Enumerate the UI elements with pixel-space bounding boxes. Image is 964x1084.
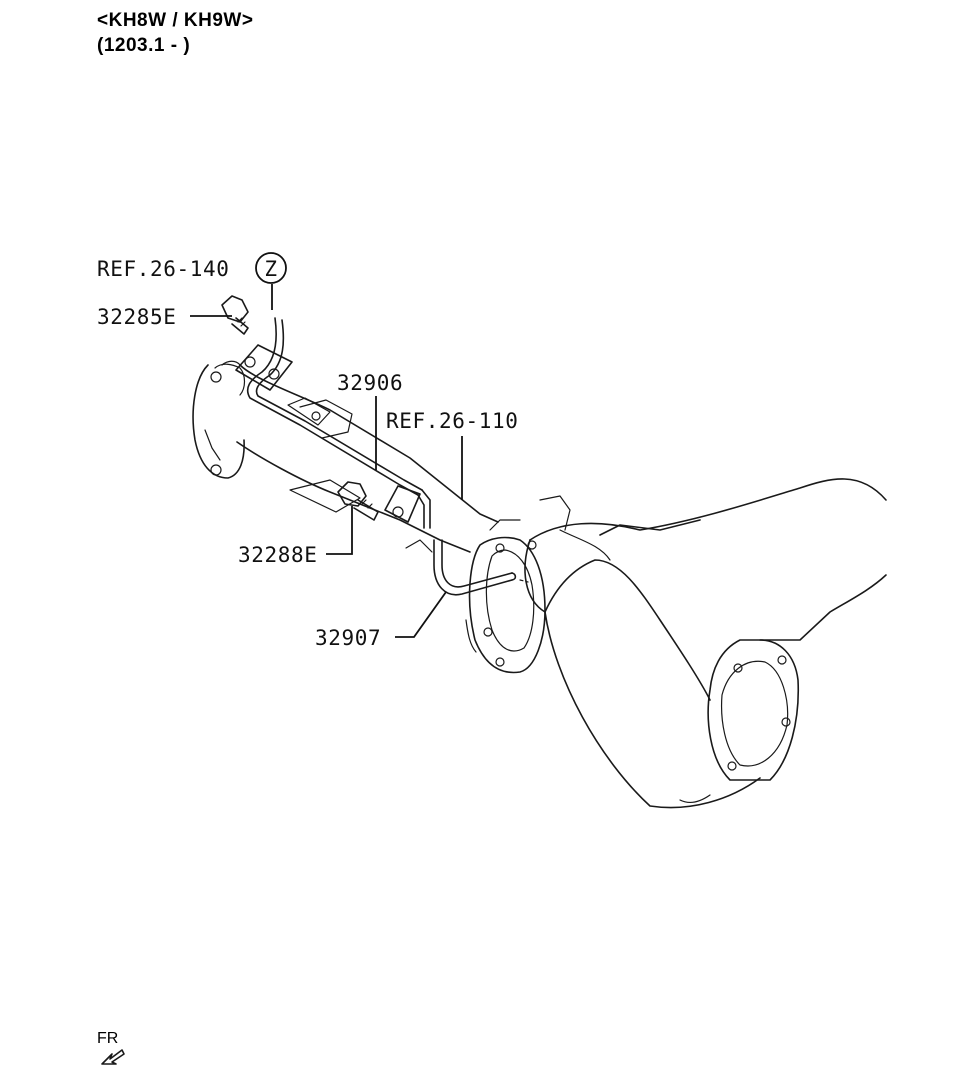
bolt-32285e — [221, 295, 249, 335]
circle-z-label: Z — [264, 257, 277, 281]
breather-tube-32907 — [405, 539, 529, 596]
ref-26-140-label: REF.26-140 — [97, 257, 229, 281]
part-32907-label: 32907 — [315, 626, 381, 650]
leader-32907 — [395, 591, 447, 638]
bolt-32288e — [337, 481, 379, 521]
transmission-housing — [465, 478, 887, 809]
part-32285e-label: 32285E — [97, 305, 176, 329]
front-direction-arrow-icon — [101, 1049, 125, 1065]
part-32906-label: 32906 — [337, 371, 403, 395]
front-orientation-label: FR — [97, 1030, 119, 1047]
leader-32288e — [326, 506, 353, 555]
breather-tube-32906 — [235, 317, 431, 529]
circle-z-marker — [255, 252, 287, 284]
part-32288e-label: 32288E — [238, 543, 317, 567]
ref-26-110-label: REF.26-110 — [386, 409, 518, 433]
date-range-header: (1203.1 - ) — [97, 35, 191, 56]
extension-housing — [192, 360, 499, 553]
model-header: <KH8W / KH9W> — [97, 10, 254, 31]
